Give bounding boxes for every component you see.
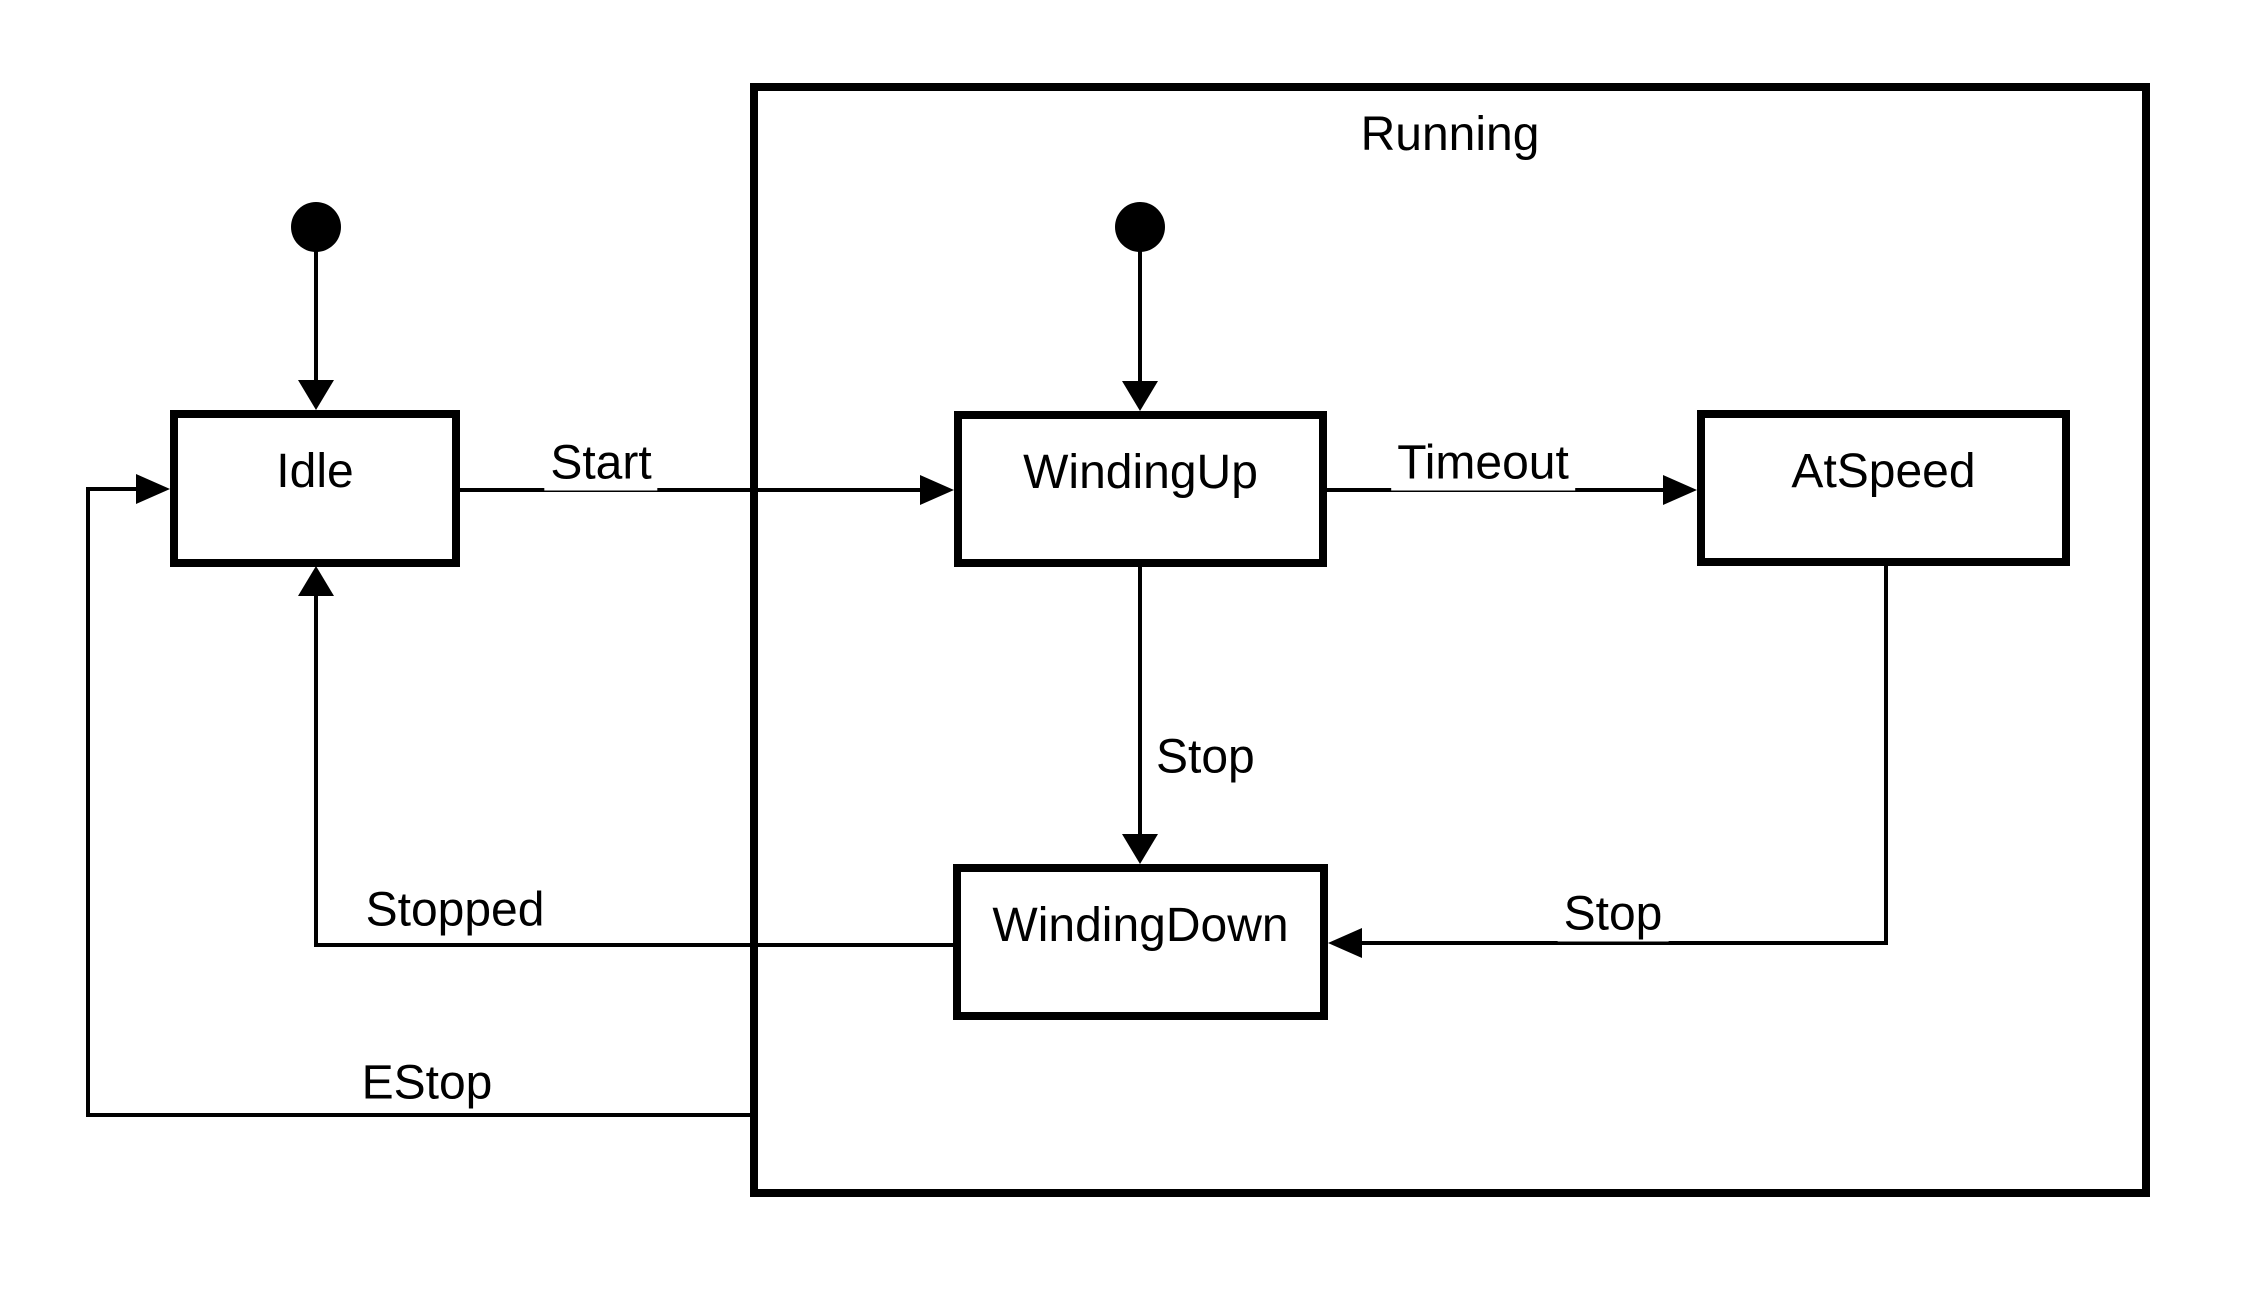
transition-start-line [460, 488, 920, 492]
transition-stop-atspeed-line [1362, 941, 1888, 945]
state-windingup: WindingUp [954, 411, 1327, 567]
transition-stop-atspeed-label: Stop [1557, 886, 1669, 942]
transition-timeout-label: Timeout [1391, 435, 1575, 491]
arrowhead-icon [1663, 475, 1697, 505]
transition-estop-line [88, 487, 136, 491]
transition-estop-label: EStop [355, 1055, 499, 1111]
initial-transition-line [314, 250, 318, 380]
state-idle-label: Idle [276, 445, 354, 498]
initial-transition-line [1138, 250, 1142, 381]
arrowhead-icon [298, 380, 334, 410]
composite-state-running-label: Running [1360, 108, 1540, 161]
arrowhead-icon [1328, 928, 1362, 958]
transition-stop-windingup-label: Stop [1156, 729, 1255, 785]
arrowhead-icon [1122, 834, 1158, 864]
state-windingdown-label: WindingDown [992, 898, 1289, 952]
transition-stopped-line [314, 943, 953, 947]
initial-state-dot [291, 202, 341, 252]
arrowhead-icon [298, 566, 334, 596]
state-windingup-label: WindingUp [1023, 445, 1258, 499]
transition-stopped-line [314, 596, 318, 947]
arrowhead-icon [1122, 381, 1158, 411]
transition-estop-line [88, 1113, 750, 1117]
transition-start-label: Start [544, 435, 658, 491]
state-atspeed-label: AtSpeed [1791, 444, 1976, 498]
transition-stopped-label: Stopped [359, 882, 551, 938]
arrowhead-icon [136, 474, 170, 504]
arrowhead-icon [920, 475, 954, 505]
initial-state-dot [1115, 202, 1165, 252]
state-windingdown: WindingDown [953, 864, 1328, 1020]
transition-estop-line [86, 487, 90, 1117]
state-atspeed: AtSpeed [1697, 410, 2070, 566]
transition-stop-atspeed-line [1884, 566, 1888, 945]
transition-stop-windingup-line [1138, 567, 1142, 834]
composite-state-running [750, 83, 2150, 1197]
state-idle: Idle [170, 410, 460, 567]
